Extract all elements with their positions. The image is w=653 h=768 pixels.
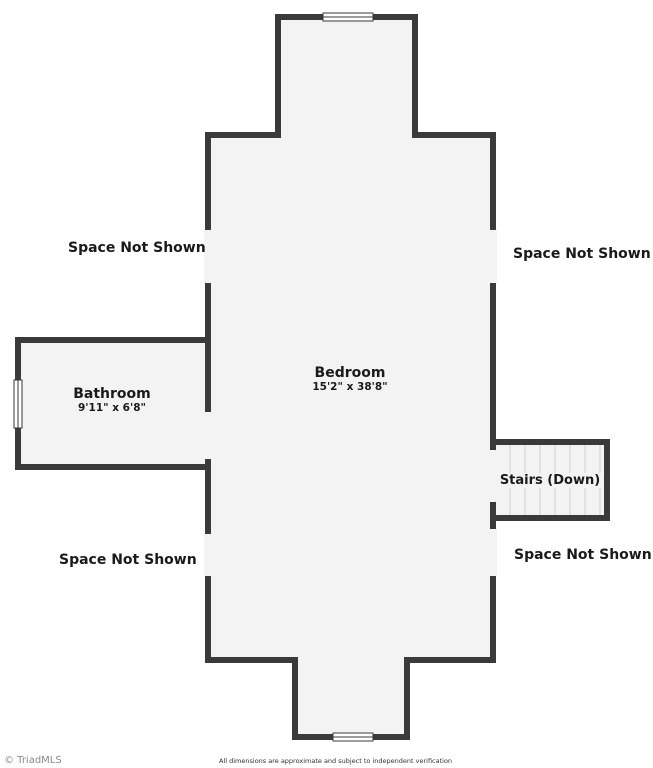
bathroom-name: Bathroom (73, 386, 151, 402)
brand-watermark: © TriadMLS (4, 755, 62, 766)
window-top (322, 12, 374, 22)
bathroom-floor (18, 340, 208, 467)
space-not-shown-upper-right: Space Not Shown (513, 246, 651, 262)
bedroom-dimensions: 15'2" x 38'8" (312, 381, 388, 393)
stairs-name: Stairs (Down) (499, 473, 601, 488)
wall-openings (204, 230, 497, 576)
window-bottom (332, 732, 374, 742)
bedroom-label: Bedroom 15'2" x 38'8" (280, 365, 420, 393)
bathroom-dimensions: 9'11" x 6'8" (78, 402, 146, 414)
bedroom-name: Bedroom (314, 365, 386, 381)
window-bathroom (13, 379, 23, 429)
space-not-shown-lower-left: Space Not Shown (59, 552, 197, 568)
space-not-shown-upper-left: Space Not Shown (68, 240, 206, 256)
stairs-label: Stairs (Down) (497, 473, 603, 488)
bathroom-label: Bathroom 9'11" x 6'8" (52, 386, 172, 414)
bedroom-floor (208, 17, 493, 737)
space-not-shown-lower-right: Space Not Shown (514, 547, 652, 563)
disclaimer-text: All dimensions are approximate and subje… (219, 757, 453, 765)
